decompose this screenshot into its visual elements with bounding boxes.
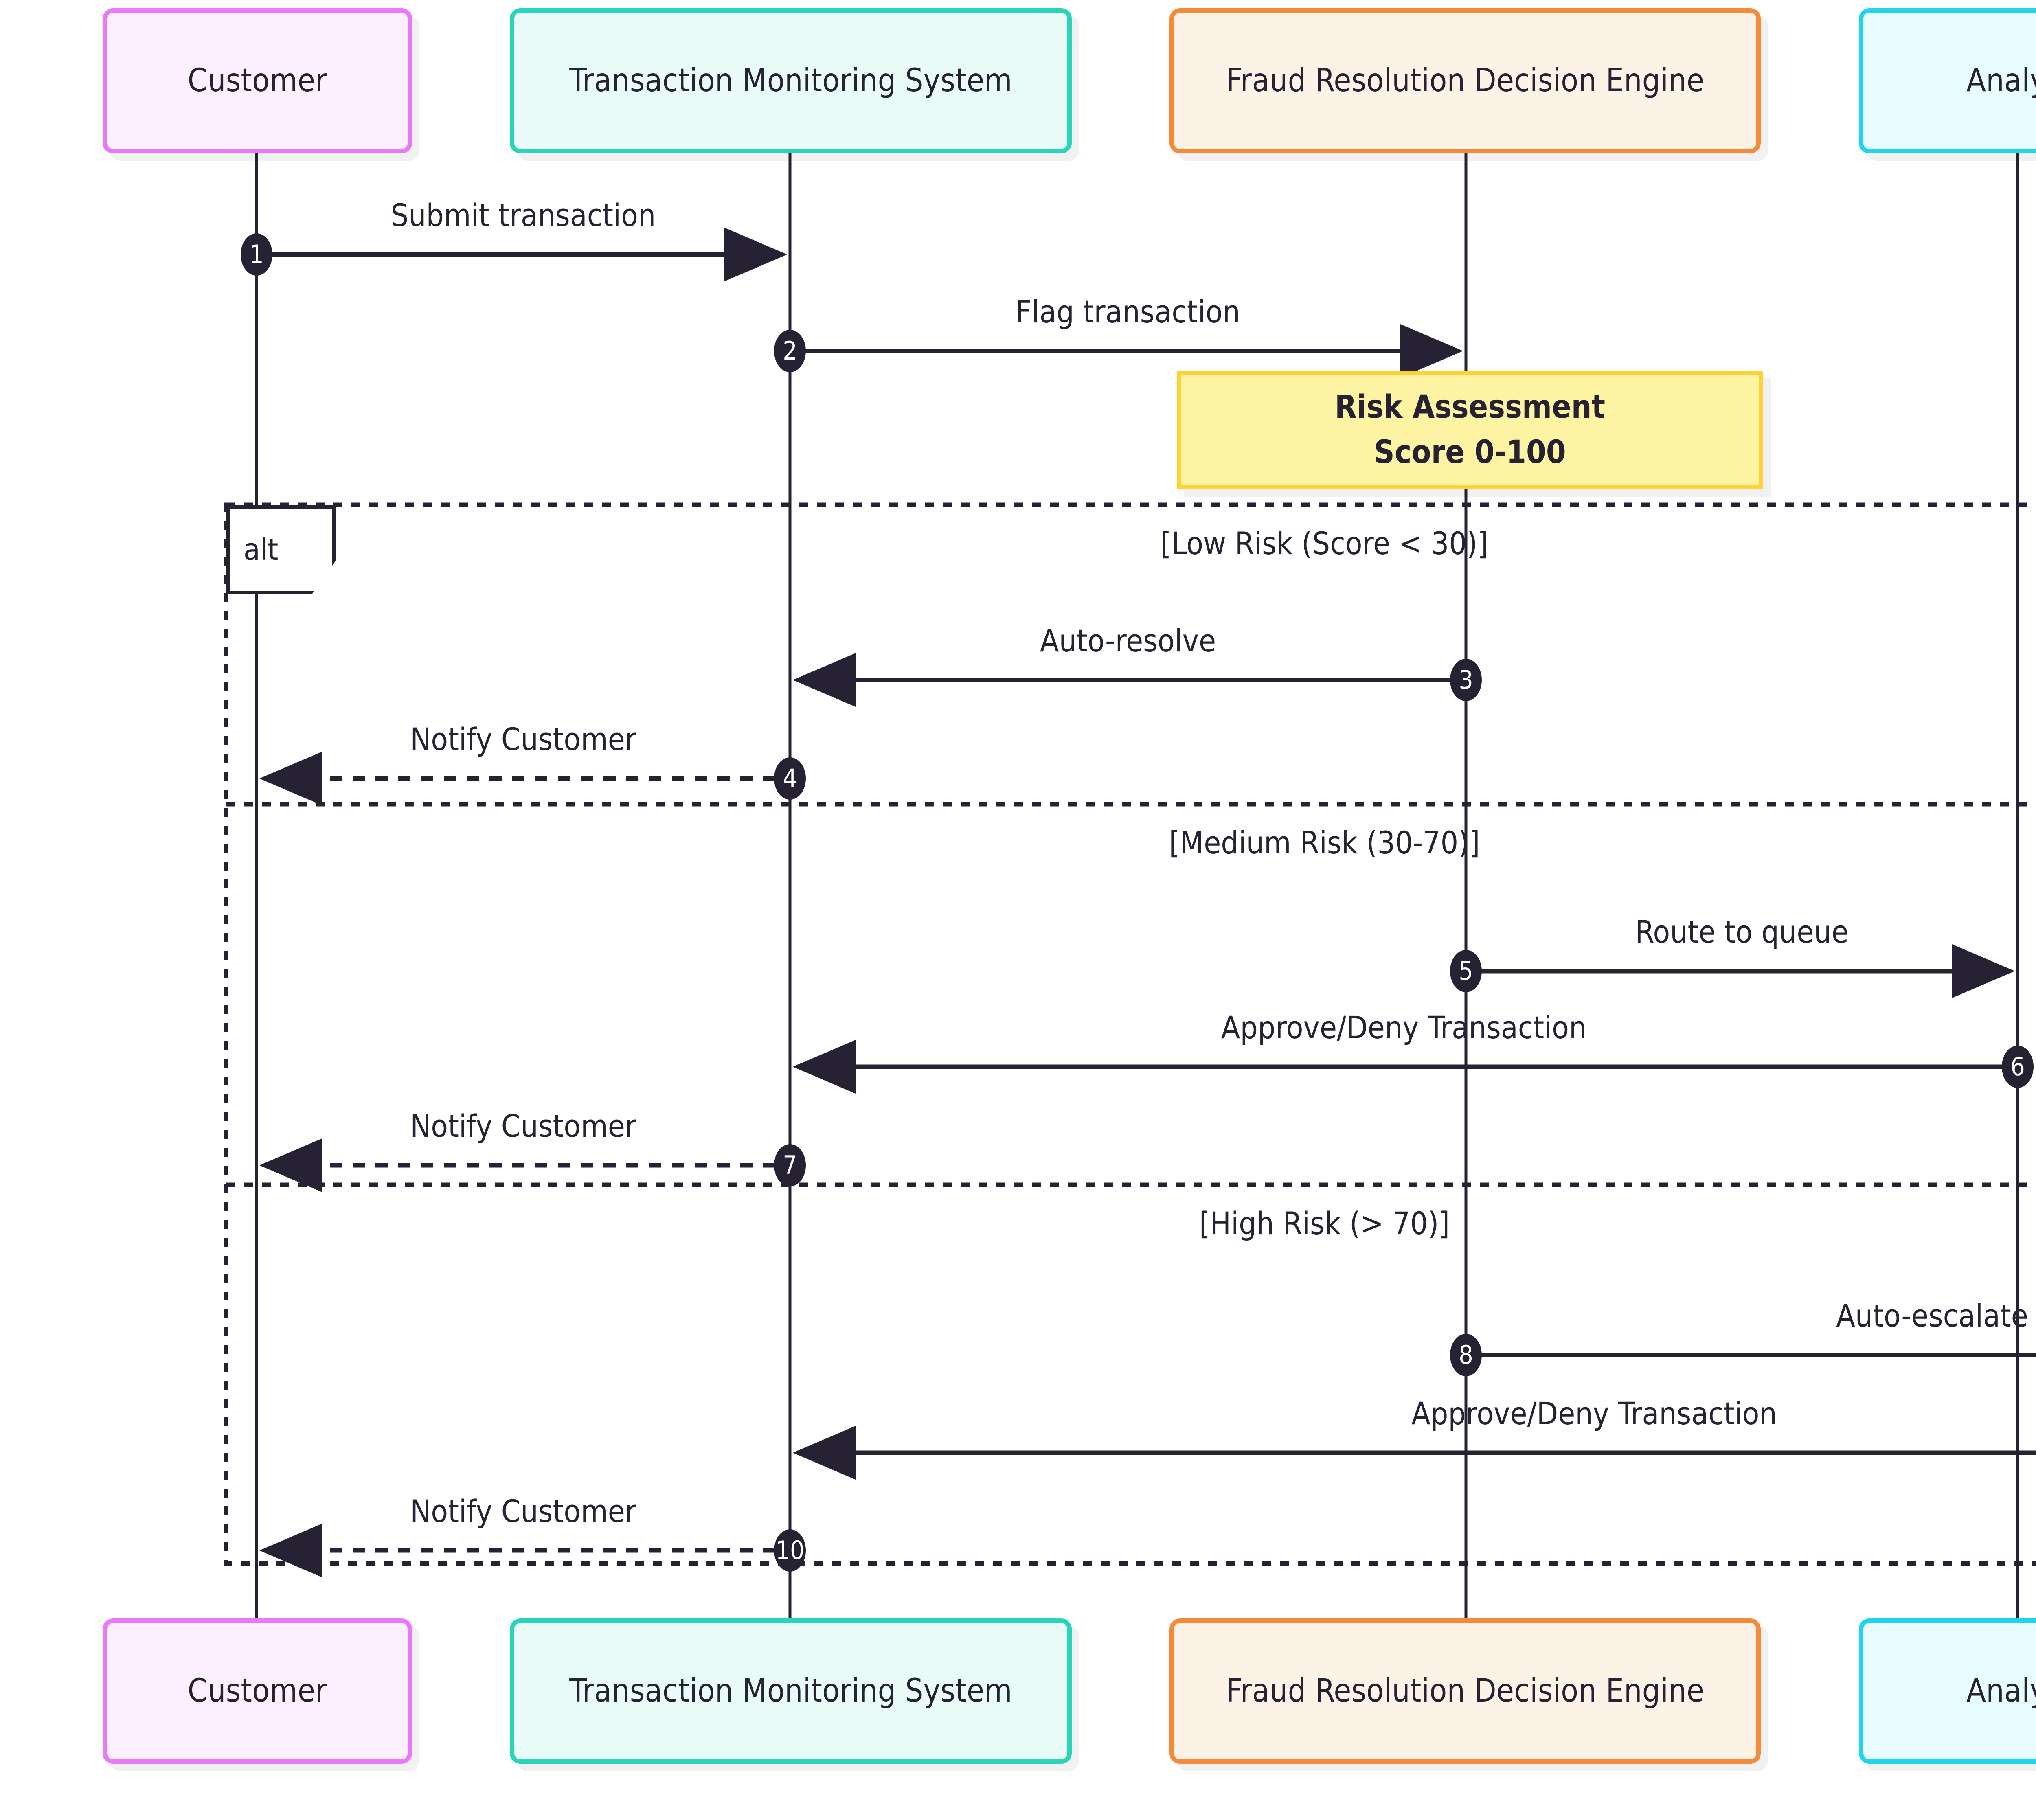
message-sequence-badge-8[interactable]: 8: [1450, 1334, 1482, 1376]
participant-label-analyst-top: Analyst: [1966, 62, 2036, 99]
participant-box-customer-top[interactable]: Customer: [103, 8, 412, 153]
message-label-1: Submit transaction: [391, 197, 656, 233]
note-line-2: Score 0-100: [1374, 434, 1566, 471]
participant-box-analyst-bottom[interactable]: Analyst: [1859, 1618, 2036, 1764]
message-sequence-badge-5[interactable]: 5: [1450, 950, 1482, 992]
alt-fragment-label: alt: [226, 505, 336, 594]
participant-label-tms-top: Transaction Monitoring System: [569, 62, 1012, 99]
message-sequence-badge-1[interactable]: 1: [241, 233, 272, 276]
participant-label-customer-bottom: Customer: [187, 1672, 327, 1709]
note-risk-assessment: Risk Assessment Score 0-100: [1177, 371, 1763, 489]
participant-box-tms-top[interactable]: Transaction Monitoring System: [510, 8, 1072, 153]
alt-condition-label-1: [Low Risk (Score < 30)]: [1160, 525, 1489, 561]
alt-label-text: alt: [244, 532, 279, 567]
participant-box-analyst-top[interactable]: Analyst: [1859, 8, 2036, 153]
message-label-3: Auto-resolve: [1040, 623, 1216, 659]
message-label-4: Notify Customer: [410, 721, 636, 757]
participant-label-tms-bottom: Transaction Monitoring System: [569, 1672, 1012, 1709]
participant-box-engine-top[interactable]: Fraud Resolution Decision Engine: [1169, 8, 1761, 153]
message-sequence-badge-2[interactable]: 2: [774, 330, 806, 372]
message-sequence-badge-6[interactable]: 6: [2002, 1046, 2034, 1088]
alt-fragment-frame: [224, 502, 2036, 1566]
participant-label-engine-bottom: Fraud Resolution Decision Engine: [1226, 1672, 1705, 1709]
message-label-2: Flag transaction: [1016, 294, 1240, 330]
participant-box-engine-bottom[interactable]: Fraud Resolution Decision Engine: [1169, 1618, 1761, 1764]
message-label-5: Route to queue: [1635, 914, 1849, 950]
message-label-6: Approve/Deny Transaction: [1221, 1009, 1587, 1046]
participant-box-customer-bottom[interactable]: Customer: [103, 1618, 412, 1764]
message-sequence-badge-7[interactable]: 7: [774, 1144, 806, 1186]
note-line-1: Risk Assessment: [1334, 389, 1606, 426]
participant-box-tms-bottom[interactable]: Transaction Monitoring System: [510, 1618, 1072, 1764]
message-sequence-badge-3[interactable]: 3: [1450, 659, 1482, 701]
alt-condition-label-3: [High Risk (> 70)]: [1199, 1205, 1450, 1241]
message-label-9: Approve/Deny Transaction: [1411, 1395, 1777, 1432]
participant-label-customer-top: Customer: [187, 62, 327, 99]
message-label-10: Notify Customer: [410, 1493, 636, 1529]
participant-label-engine-top: Fraud Resolution Decision Engine: [1226, 62, 1705, 99]
participant-label-analyst-bottom: Analyst: [1966, 1672, 2036, 1709]
message-label-7: Notify Customer: [410, 1108, 636, 1144]
message-sequence-badge-10[interactable]: 10: [774, 1529, 806, 1572]
message-sequence-badge-4[interactable]: 4: [774, 757, 806, 800]
message-label-8: Auto-escalate: [1836, 1298, 2028, 1334]
alt-condition-label-2: [Medium Risk (30-70)]: [1169, 824, 1480, 861]
